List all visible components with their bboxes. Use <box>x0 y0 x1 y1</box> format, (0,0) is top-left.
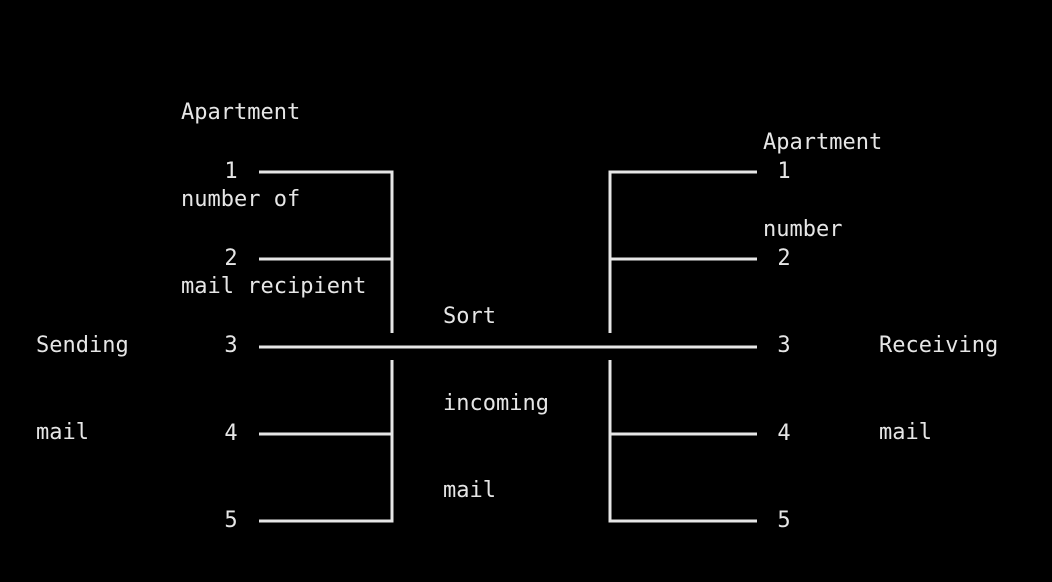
receiving-mail-label: Receiving mail <box>879 333 999 445</box>
right-apartment-number: 1 <box>777 159 791 184</box>
left-header-label: Apartment number of mail recipient <box>181 100 367 299</box>
left-apartment-number: 4 <box>224 421 238 446</box>
sending-mail-label: Sending mail <box>36 333 129 445</box>
left-apartment-number: 5 <box>224 508 238 533</box>
left-apartment-number: 2 <box>224 246 238 271</box>
left-apartment-number: 1 <box>224 159 238 184</box>
right-apartment-number: 2 <box>777 246 791 271</box>
right-apartment-number: 3 <box>777 333 791 358</box>
sort-incoming-mail-label: Sort incoming mail <box>443 304 549 503</box>
right-apartment-number: 5 <box>777 508 791 533</box>
right-header-label: Apartment number <box>763 130 883 242</box>
right-apartment-number: 4 <box>777 421 791 446</box>
left-apartment-number: 3 <box>224 333 238 358</box>
